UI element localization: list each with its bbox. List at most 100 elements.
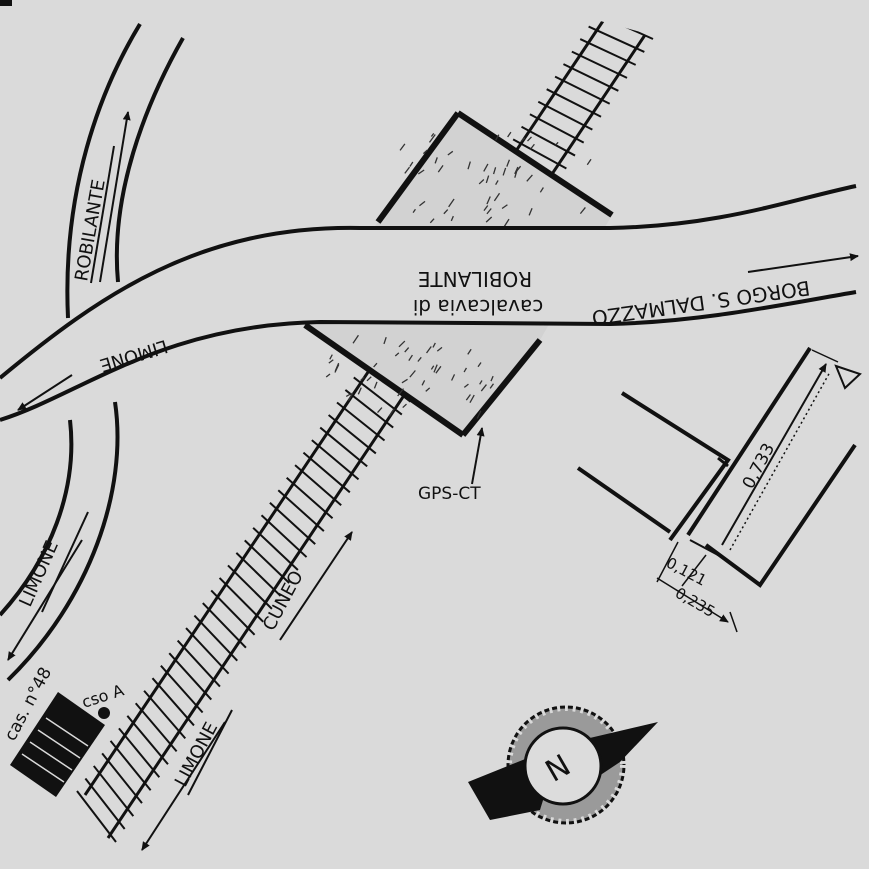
gps-leader-arrow	[471, 427, 485, 485]
deck-texture-mark	[399, 143, 406, 151]
arrow-limone-sw	[7, 539, 83, 661]
label-cso-a: cso A	[79, 680, 126, 711]
deck-texture-mark	[465, 394, 471, 401]
deck-texture-mark	[433, 364, 438, 373]
deck-texture-mark	[527, 136, 532, 142]
arrow-limone-rail	[141, 721, 226, 851]
railway-tie	[151, 677, 195, 727]
label-robilante-bridge: ROBILANTE	[418, 267, 532, 291]
deck-texture-mark	[402, 403, 407, 409]
deck-texture-mark	[495, 180, 499, 186]
main-road-south-edge	[0, 290, 857, 422]
deck-texture-mark	[419, 200, 426, 207]
deck-texture-mark	[409, 370, 416, 378]
deck-texture-mark	[357, 387, 362, 395]
railway-tie	[588, 25, 645, 53]
deck-texture-mark	[514, 169, 518, 178]
deck-texture-mark	[422, 149, 428, 155]
deck-texture-mark	[421, 380, 426, 386]
deck-texture-mark	[529, 143, 535, 151]
survey-point-cso-a	[98, 707, 110, 719]
railway-tie	[277, 489, 325, 532]
deck-texture-mark	[436, 346, 443, 352]
arrow-cuneo	[279, 531, 353, 641]
deck-texture-mark	[507, 131, 512, 138]
railway-tie	[353, 376, 403, 416]
railway-tie	[168, 652, 213, 701]
compass-center	[523, 726, 603, 806]
deck-texture-mark	[426, 346, 432, 354]
deck-texture-mark	[398, 340, 406, 348]
deck-texture-mark	[483, 205, 489, 212]
direction-arrows	[7, 111, 859, 851]
railway-tie	[546, 88, 602, 118]
deck-texture-mark	[492, 167, 497, 175]
deck-texture-mark	[373, 381, 378, 389]
deck-texture-mark	[467, 348, 472, 355]
deck-texture-mark	[366, 376, 372, 382]
railway-tie	[202, 602, 247, 649]
deck-texture-mark	[412, 208, 416, 214]
north-compass: N	[468, 703, 658, 827]
railway-tie	[269, 502, 316, 545]
railway-tie	[336, 401, 386, 442]
label-gps-ct: GPS-CT	[418, 484, 481, 504]
label-limone-sw: LIMONE	[15, 538, 63, 610]
deck-texture-mark	[447, 150, 454, 156]
railway-tie	[193, 614, 238, 662]
deck-texture-mark	[409, 161, 414, 167]
deck-texture-mark	[478, 179, 485, 185]
railway-tie	[76, 790, 117, 843]
deck-texture-mark	[404, 347, 410, 353]
railway-tie	[143, 690, 187, 740]
deck-texture-mark	[401, 378, 408, 384]
deck-texture-mark	[425, 387, 431, 392]
deck-texture-mark	[360, 376, 365, 381]
railway-tie	[176, 639, 221, 688]
deck-texture-mark	[489, 383, 495, 389]
deck-texture-mark	[373, 362, 378, 368]
deck-texture-mark	[469, 394, 475, 403]
deck-texture-mark	[502, 167, 507, 176]
deck-texture-mark	[490, 375, 494, 382]
railway-tie	[109, 740, 152, 791]
railway-tie	[160, 665, 204, 714]
deck-texture-mark	[451, 374, 456, 381]
railway-tie	[294, 464, 342, 507]
deck-texture-mark	[397, 388, 405, 397]
deck-texture-mark	[432, 342, 436, 348]
railway-tie	[227, 564, 273, 610]
deck-texture-mark	[345, 392, 352, 397]
deck-texture-mark	[388, 408, 395, 417]
deck-texture-mark	[408, 354, 413, 361]
deck-texture-mark	[377, 407, 383, 414]
railway-tie	[244, 539, 290, 584]
arrow-robilante	[99, 111, 131, 283]
railway-tie	[118, 727, 161, 778]
deck-texture-mark	[579, 207, 586, 215]
deck-texture-mark	[506, 159, 511, 167]
railway-tie	[84, 777, 126, 830]
railway-tie	[554, 75, 611, 105]
secondary-road	[0, 22, 185, 682]
railway-tie	[134, 702, 178, 752]
railway-tie	[252, 527, 299, 571]
deck-texture-mark	[503, 218, 510, 227]
railway-tie	[218, 577, 264, 623]
deck-texture-mark	[501, 204, 508, 210]
deck-texture-mark	[417, 356, 422, 362]
deck-texture-mark	[434, 157, 438, 164]
railway-tie	[512, 138, 567, 170]
deck-texture-mark	[437, 165, 444, 173]
label-cavalcavia: cavalcavia di	[413, 295, 543, 319]
arrow-borgo	[747, 253, 859, 273]
deck-texture-mark	[486, 196, 491, 205]
deck-texture-mark	[430, 365, 435, 370]
railway-tie	[92, 765, 135, 817]
deck-texture-mark	[334, 362, 340, 372]
deck-texture-mark	[477, 362, 482, 368]
deck-texture-mark	[463, 383, 469, 388]
railway-tie	[210, 589, 256, 636]
deck-texture-mark	[329, 354, 333, 360]
